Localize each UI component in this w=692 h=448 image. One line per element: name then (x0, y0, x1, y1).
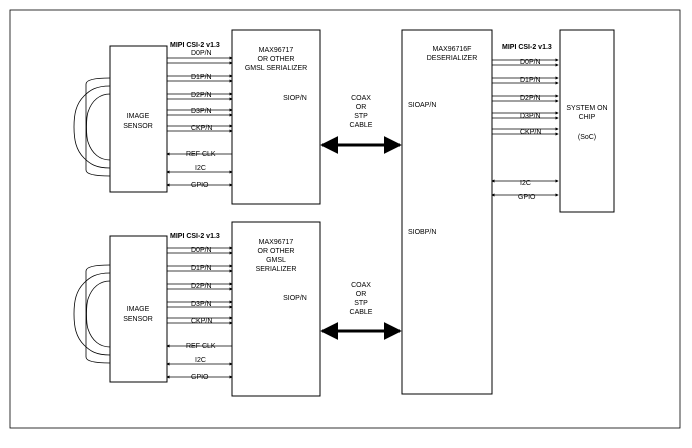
lane-d1-top: D1P/N (191, 74, 212, 81)
soc-line3: (SoC) (578, 134, 596, 141)
lane-ck-right: CKP/N (520, 129, 541, 136)
serializer-top-line3: GMSL SERIALIZER (245, 65, 307, 72)
lane-d3-right: D3P/N (520, 113, 541, 120)
deserializer-port-a: SIOAP/N (408, 102, 436, 109)
image-sensor-bottom-line2: SENSOR (123, 316, 153, 323)
cable-top-line1: COAX (351, 95, 371, 102)
image-sensor-top-line1: IMAGE (127, 113, 150, 120)
lane-d0-right: D0P/N (520, 59, 541, 66)
camera-top (73, 77, 111, 177)
mipi-label-bottom: MIPI CSI-2 v1.3 (170, 233, 220, 240)
cable-top-line2: OR (356, 104, 367, 111)
lane-d1-right: D1P/N (520, 77, 541, 84)
image-sensor-top-line2: SENSOR (123, 123, 153, 130)
i2c-right: I2C (520, 180, 531, 187)
soc-line2: CHIP (579, 114, 596, 121)
cable-top-line3: STP (354, 113, 368, 120)
diagram-frame (9, 9, 681, 429)
deserializer-line1: MAX96716F (433, 46, 472, 53)
deserializer-line2: DESERIALIZER (427, 55, 478, 62)
deserializer-box (401, 29, 493, 395)
ref-clk-top: REF CLK (186, 151, 216, 158)
lane-ck-top: CKP/N (191, 125, 212, 132)
mipi-label-right: MIPI CSI-2 v1.3 (502, 44, 552, 51)
serializer-top-box (231, 29, 321, 205)
ref-clk-bottom: REF CLK (186, 343, 216, 350)
serializer-bottom-port: SIOP/N (283, 295, 307, 302)
lane-d2-top: D2P/N (191, 92, 212, 99)
gpio-right: GPIO (518, 194, 536, 201)
serializer-bottom-line1: MAX96717 (259, 239, 294, 246)
serializer-bottom-line2: OR OTHER (258, 248, 295, 255)
mipi-label-top: MIPI CSI-2 v1.3 (170, 42, 220, 49)
lane-d2-right: D2P/N (520, 95, 541, 102)
lane-d0-bottom: D0P/N (191, 247, 212, 254)
cable-bottom-line4: CABLE (350, 309, 373, 316)
serializer-bottom-box (231, 221, 321, 397)
serializer-bottom-line3: GMSL (266, 257, 286, 264)
lane-ck-bottom: CKP/N (191, 318, 212, 325)
lane-d2-bottom: D2P/N (191, 283, 212, 290)
lane-d3-bottom: D3P/N (191, 301, 212, 308)
soc-line1: SYSTEM ON (566, 105, 607, 112)
serializer-top-port: SIOP/N (283, 95, 307, 102)
image-sensor-top-box (109, 45, 168, 193)
lane-d1-bottom: D1P/N (191, 265, 212, 272)
soc-box (559, 29, 615, 213)
gpio-top: GPIO (191, 182, 209, 189)
i2c-top: I2C (195, 165, 206, 172)
cable-bottom-line3: STP (354, 300, 368, 307)
cable-top-line4: CABLE (350, 122, 373, 129)
gpio-bottom: GPIO (191, 374, 209, 381)
image-sensor-bottom-box (109, 235, 168, 383)
image-sensor-bottom-line1: IMAGE (127, 306, 150, 313)
camera-bottom (73, 264, 111, 364)
lane-d0-top: D0P/N (191, 50, 212, 57)
serializer-top-line1: MAX96717 (259, 47, 294, 54)
cable-bottom-line2: OR (356, 291, 367, 298)
lane-d3-top: D3P/N (191, 108, 212, 115)
serializer-bottom-line4: SERIALIZER (256, 266, 297, 273)
i2c-bottom: I2C (195, 357, 206, 364)
deserializer-port-b: SIOBP/N (408, 229, 436, 236)
serializer-top-line2: OR OTHER (258, 56, 295, 63)
cable-bottom-line1: COAX (351, 282, 371, 289)
